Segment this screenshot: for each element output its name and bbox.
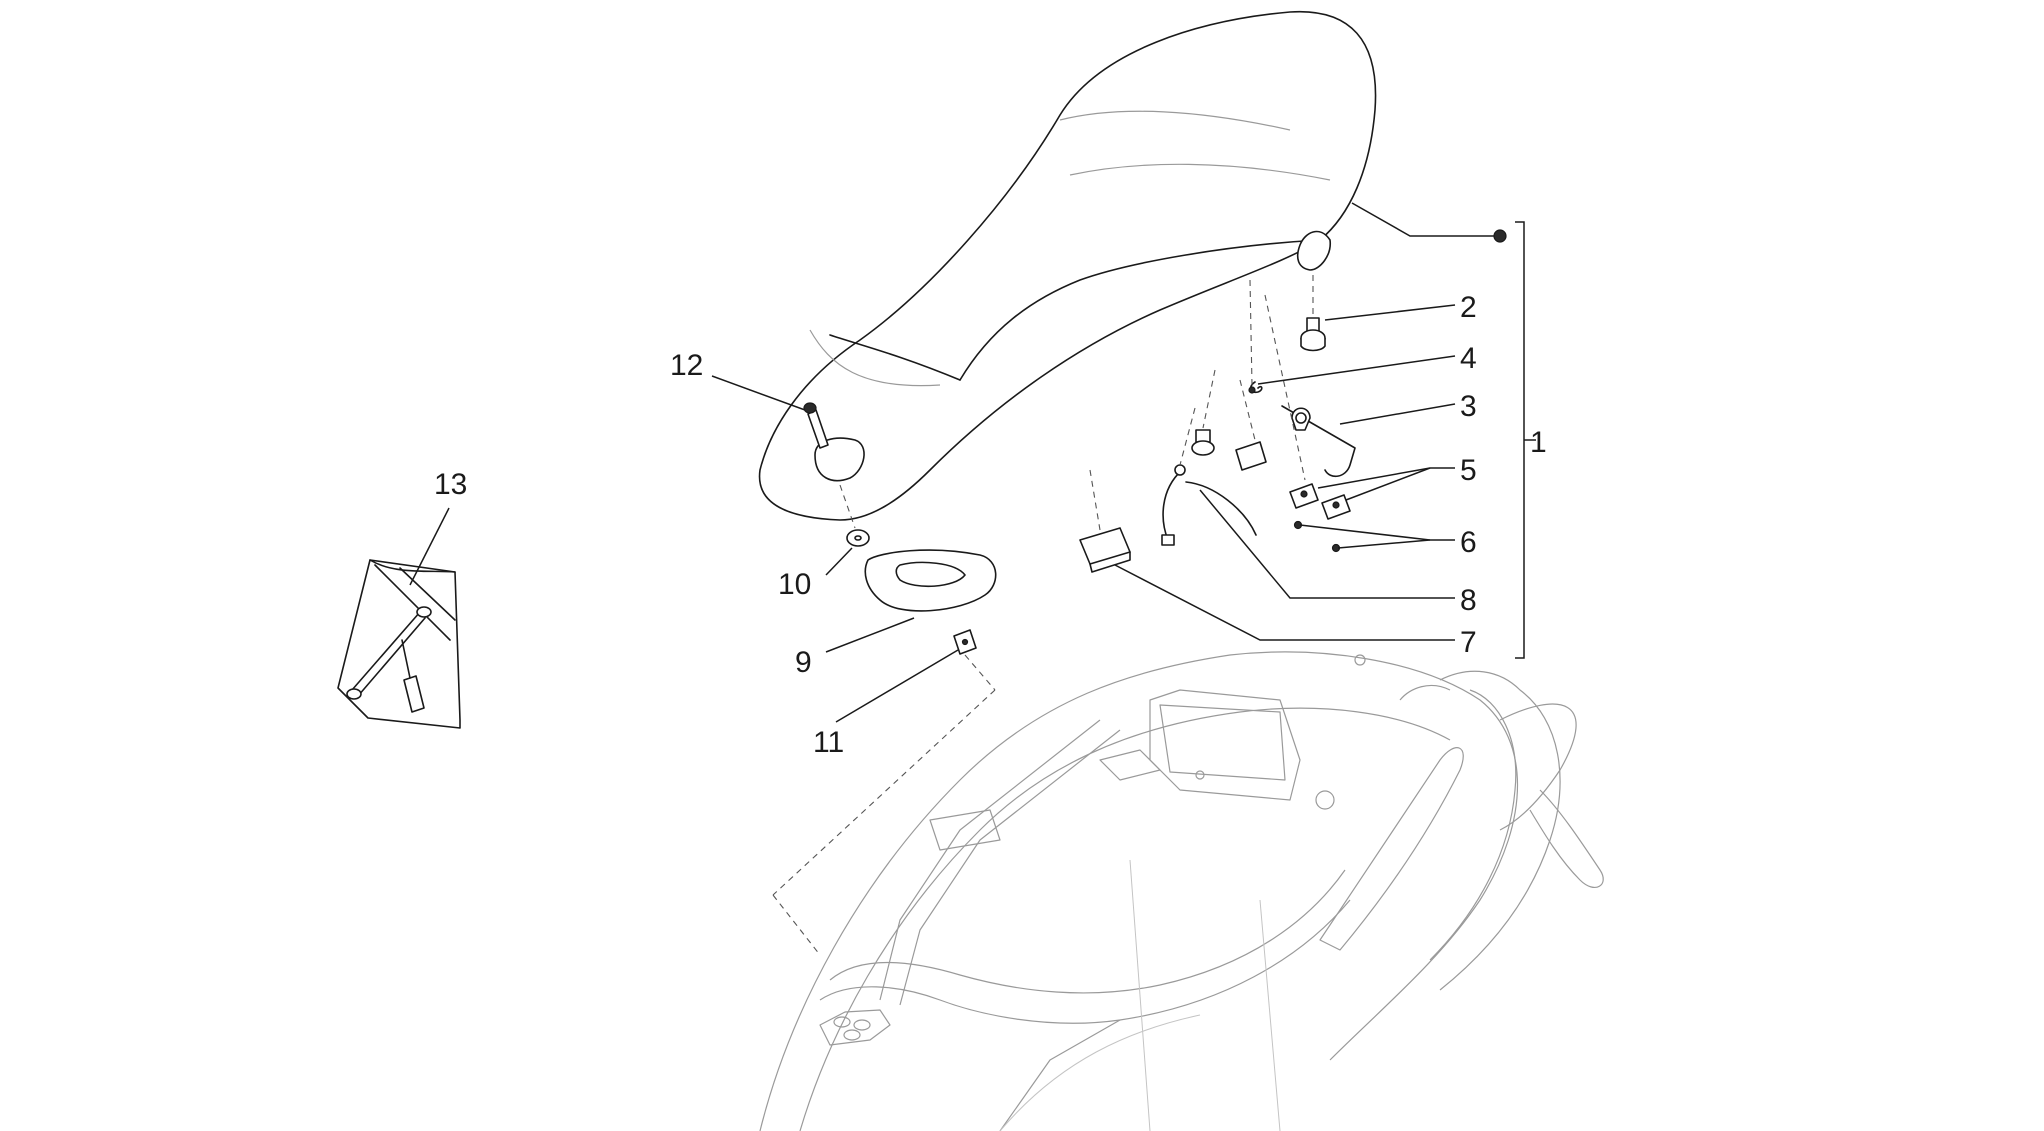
- screws-part-6: [1293, 520, 1341, 553]
- lock-housing-part-9: [864, 549, 997, 612]
- callout-10: 10: [778, 568, 811, 601]
- callout-1: 1: [1530, 426, 1547, 459]
- leader-lines: [409, 202, 1536, 723]
- callout-labels: 1 2 3 4 5 6 7 8 9 10 11 12 13: [434, 291, 1547, 759]
- washer-part-10: [846, 529, 870, 547]
- tool-kit-part-13: [337, 559, 461, 729]
- callout-6: 6: [1460, 526, 1477, 559]
- rubber-buffer-part-2: [1300, 317, 1326, 352]
- assembly-axis-lines: [772, 275, 1314, 956]
- callout-12: 12: [670, 349, 703, 382]
- hinge-pin-part-3: [1281, 405, 1356, 478]
- strap-bracket-part-8: [1161, 464, 1257, 546]
- screw-part-12: [803, 402, 829, 449]
- callout-5: 5: [1460, 454, 1477, 487]
- callout-8: 8: [1460, 584, 1477, 617]
- callout-2: 2: [1460, 291, 1477, 324]
- clip-nut-part-11: [953, 629, 977, 655]
- rubber-pad-part-7: [1079, 527, 1131, 573]
- spring-clip-part-4: [1248, 381, 1263, 394]
- callout-9: 9: [795, 646, 812, 679]
- scooter-rear-body: [759, 651, 1604, 1131]
- assembly-bullet-marker: [1493, 229, 1507, 243]
- callout-11: 11: [813, 726, 844, 759]
- callout-13: 13: [434, 468, 467, 501]
- rubber-buffers: [1191, 429, 1267, 471]
- callout-4: 4: [1460, 342, 1477, 375]
- saddle: [758, 10, 1377, 521]
- callout-3: 3: [1460, 390, 1477, 423]
- callout-7: 7: [1460, 626, 1477, 659]
- hinge-brackets-part-5: [1289, 483, 1351, 520]
